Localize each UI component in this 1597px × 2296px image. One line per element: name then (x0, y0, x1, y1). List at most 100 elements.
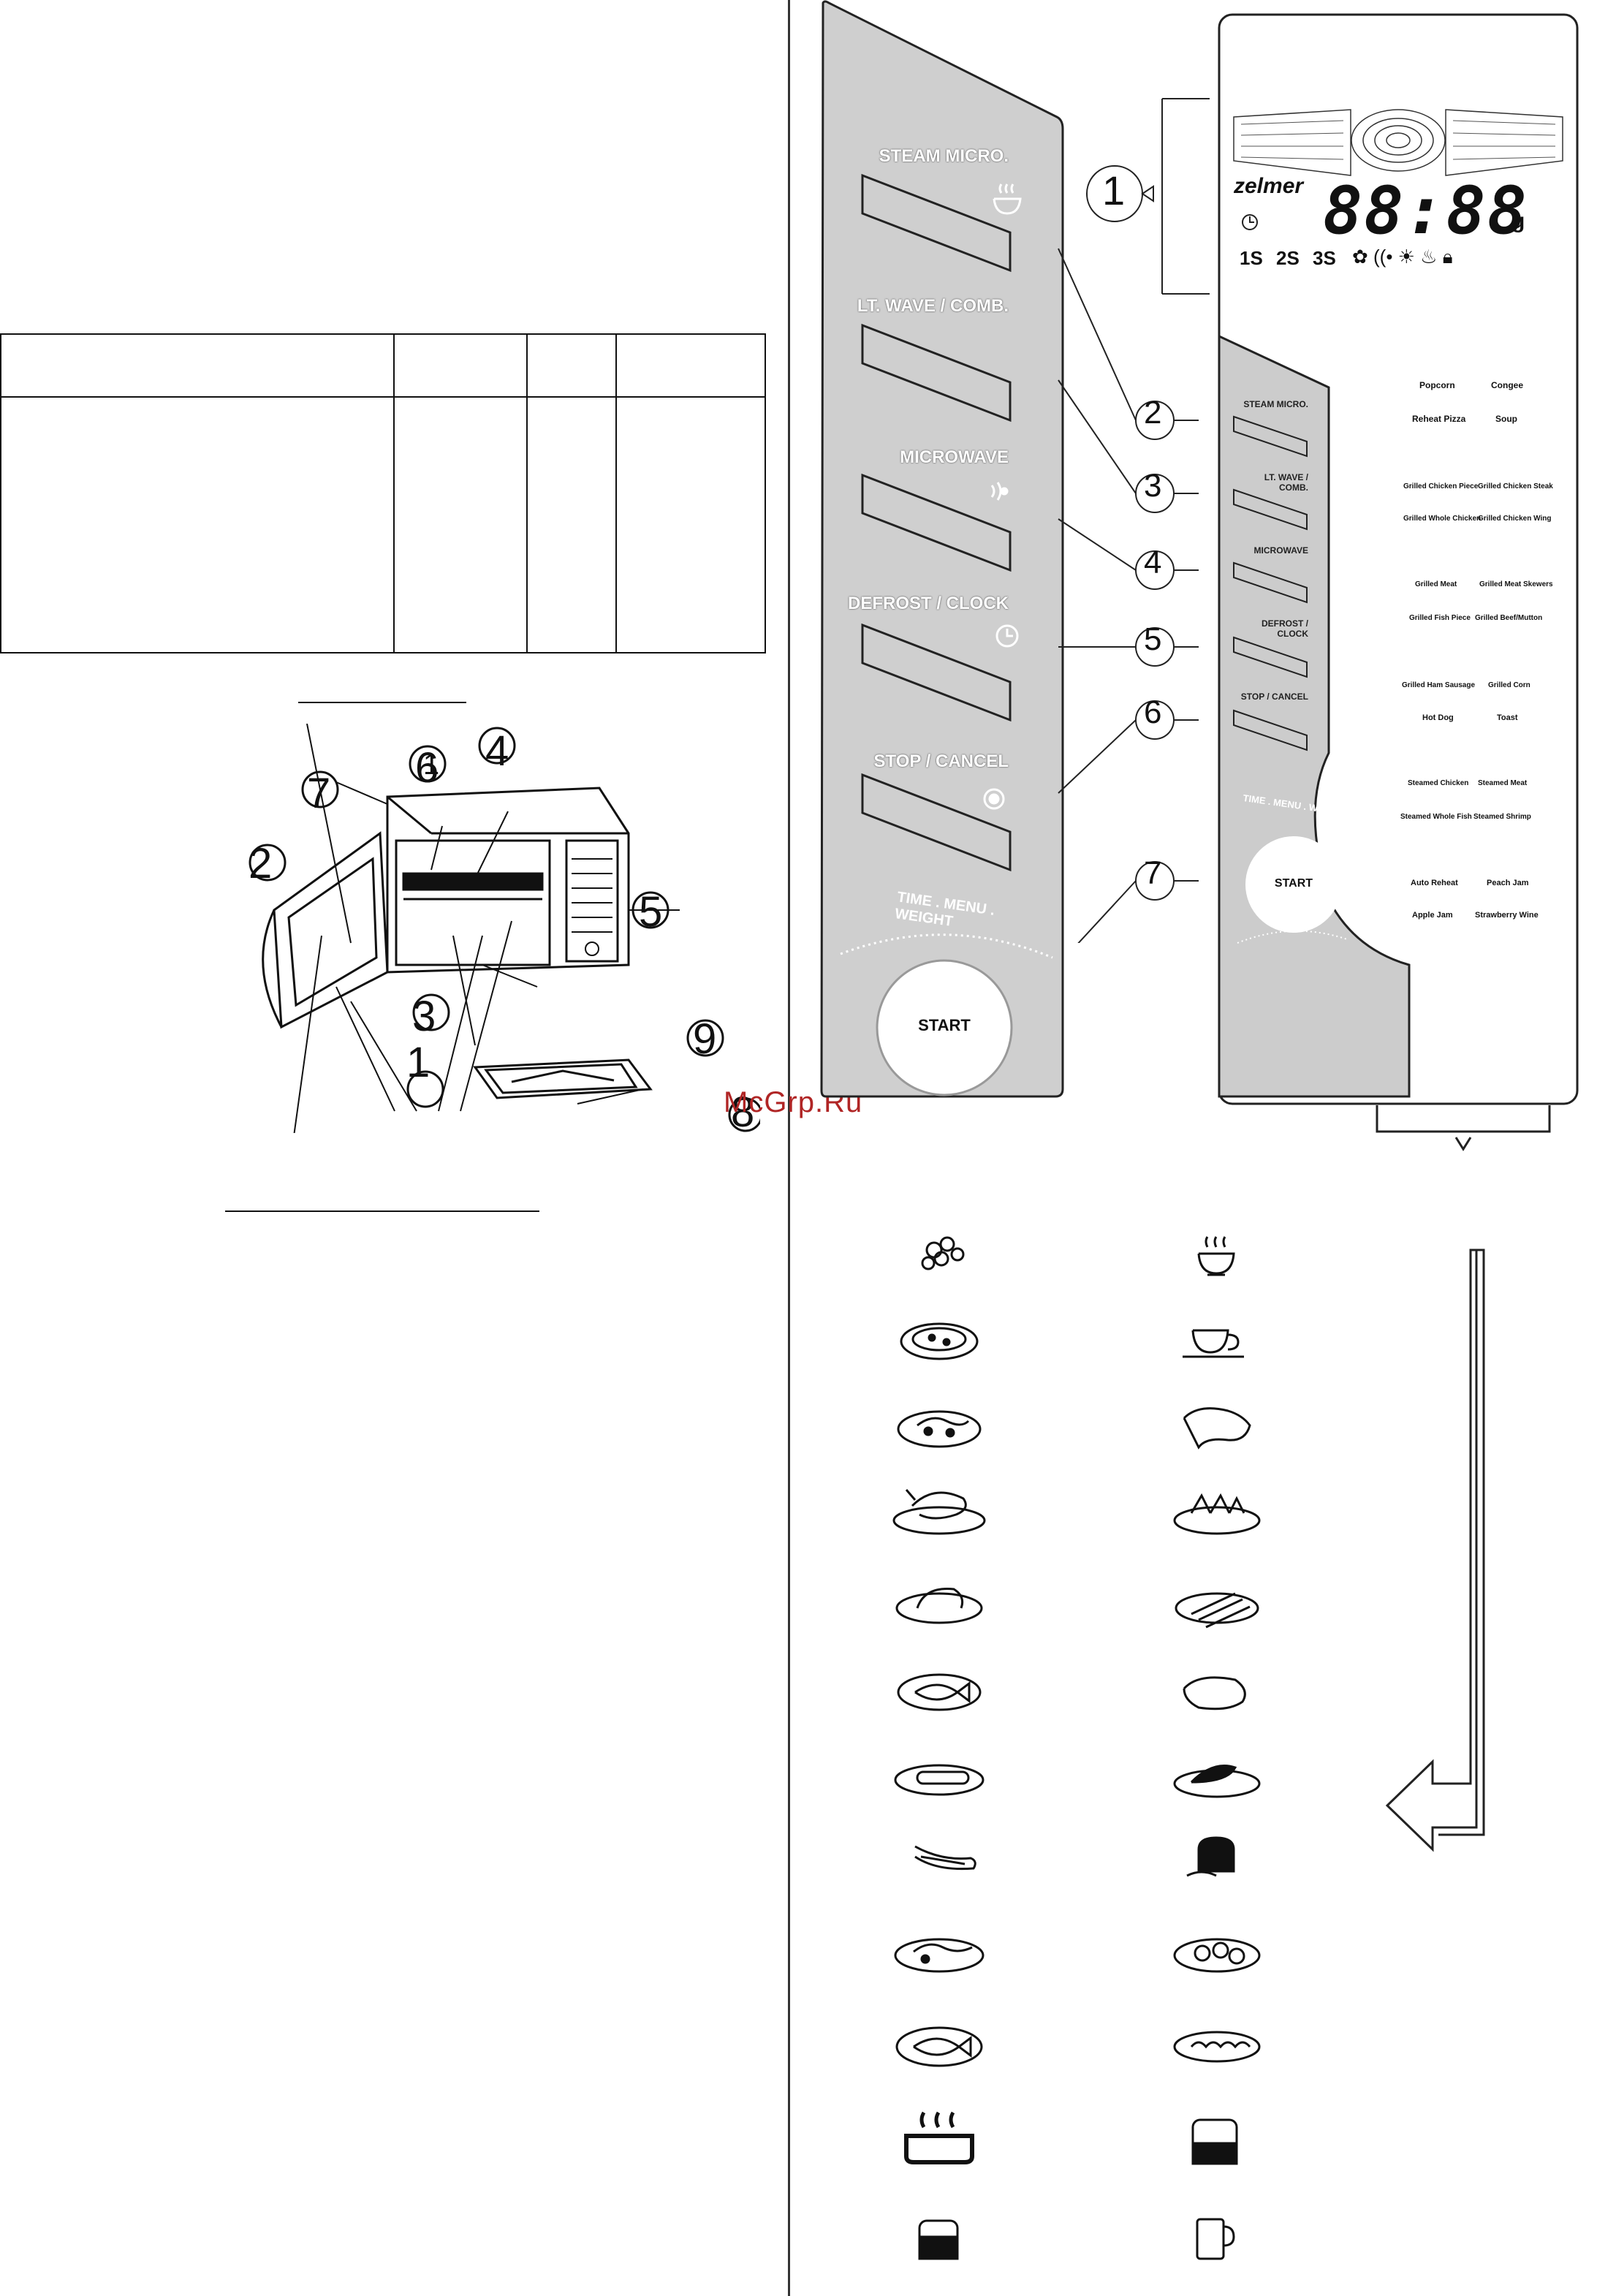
microwave-button[interactable] (862, 475, 1010, 570)
hot-dog-icon (914, 1845, 976, 1871)
panel-callouts (1058, 98, 1210, 943)
oven-callout-9: 9 (693, 1015, 717, 1063)
meat-icon (895, 1588, 983, 1624)
specification-table (0, 333, 766, 653)
section-rule (298, 702, 466, 703)
oven-callout-4: 4 (485, 727, 509, 775)
table-cell (526, 396, 617, 653)
defrost-clock-button[interactable] (862, 625, 1010, 720)
congee-icon (1197, 1236, 1235, 1276)
menu-grilled-whole-chicken: Grilled Whole Chicken (1403, 515, 1482, 523)
menu-grilled-meat: Grilled Meat (1415, 580, 1457, 588)
panel-callout-5: 5 (1144, 621, 1162, 657)
popcorn-icon (921, 1236, 965, 1270)
menu-grilled-chicken-steak: Grilled Chicken Steak (1478, 482, 1553, 490)
chicken-wing-icon (1173, 1493, 1261, 1535)
panel-callout-2: 2 (1144, 395, 1162, 431)
panel-callout-3: 3 (1144, 468, 1162, 504)
sausage-icon (894, 1764, 985, 1796)
oven-callout-7: 7 (307, 770, 331, 817)
corn-icon (1173, 1765, 1261, 1798)
oven-callout-6: 6 (415, 744, 439, 792)
panel-callout-1: 1 (1102, 167, 1126, 213)
skewers-icon (1175, 1592, 1259, 1629)
steam-micro-button[interactable] (862, 175, 1010, 270)
steamed-shrimp-icon (1173, 2031, 1261, 2063)
panel-callout-7: 7 (1144, 855, 1162, 891)
menu-peach-jam: Peach Jam (1487, 879, 1529, 887)
food-icons-grid (892, 1236, 1261, 2260)
table-cell (393, 396, 528, 653)
section-rule (225, 1210, 539, 1212)
microwave-small-label: MICROWAVE (1253, 545, 1308, 556)
indicator-2s: 2S (1276, 247, 1300, 269)
brand-logo: zelmer (1234, 174, 1304, 198)
menu-steamed-whole-fish: Steamed Whole Fish (1400, 813, 1472, 821)
steamed-chicken-icon (894, 1938, 985, 1973)
fish-piece-icon (897, 1673, 982, 1711)
stop-cancel-small-label: STOP / CANCEL (1240, 692, 1308, 702)
menu-grilled-beef-mutton: Grilled Beef/Mutton (1475, 614, 1543, 622)
table-cell (393, 333, 528, 398)
menu-hot-dog: Hot Dog (1422, 713, 1454, 722)
menu-congee: Congee (1491, 380, 1524, 390)
menu-steamed-meat: Steamed Meat (1478, 779, 1528, 787)
whole-chicken-icon (892, 1489, 986, 1535)
oven-callout-1: 1 (406, 1039, 430, 1086)
control-panel-full (1218, 13, 1579, 1105)
table-cell (526, 333, 617, 398)
microwave-label: MICROWAVE (900, 447, 1009, 467)
start-button[interactable]: START (918, 1016, 971, 1034)
oven-callout-8: 8 (731, 1088, 755, 1136)
menu-reheat-pizza: Reheat Pizza (1412, 414, 1466, 424)
beef-icon (1183, 1676, 1246, 1710)
page-divider (788, 0, 790, 2296)
table-cell (615, 396, 766, 653)
menu-apple-jam: Apple Jam (1412, 911, 1453, 920)
expansion-arrow (1376, 1105, 1551, 1852)
menu-grilled-chicken-wing: Grilled Chicken Wing (1478, 515, 1552, 523)
callout-1-label: 1 (423, 749, 439, 781)
oven-callout-5: 5 (639, 888, 663, 936)
menu-soup: Soup (1495, 414, 1517, 424)
control-panel-large (820, 0, 1064, 1098)
indicator-1s: 1S (1240, 247, 1263, 269)
peach-jam-icon (1191, 2118, 1238, 2165)
table-cell (0, 333, 395, 398)
menu-grilled-ham-sausage: Grilled Ham Sausage (1402, 681, 1476, 689)
menu-steamed-shrimp: Steamed Shrimp (1473, 813, 1531, 821)
menu-steamed-chicken: Steamed Chicken (1408, 779, 1469, 787)
panel-callout-4: 4 (1144, 545, 1162, 580)
stop-cancel-label: STOP / CANCEL (873, 751, 1009, 771)
menu-toast: Toast (1497, 713, 1518, 722)
stop-cancel-button[interactable] (862, 775, 1010, 870)
toast-icon (1186, 1836, 1235, 1877)
menu-popcorn: Popcorn (1419, 380, 1455, 390)
chicken-steak-icon (1183, 1407, 1251, 1450)
apple-jam-icon (918, 2219, 959, 2260)
lightwave-comb-button[interactable] (862, 325, 1010, 420)
soup-cup-icon (1183, 1329, 1244, 1358)
start-small-button[interactable]: START (1274, 877, 1313, 890)
menu-grilled-fish-piece: Grilled Fish Piece (1409, 614, 1471, 622)
menu-grilled-meat-skewers: Grilled Meat Skewers (1479, 580, 1553, 588)
auto-reheat-icon (904, 2111, 974, 2164)
microwave-oven-diagram: 1 (249, 724, 760, 1133)
menu-auto-reheat: Auto Reheat (1411, 879, 1458, 887)
steam-micro-label: STEAM MICRO. (879, 146, 1009, 166)
strawberry-wine-icon (1196, 2218, 1235, 2260)
pizza-icon (900, 1322, 979, 1360)
lightwave-comb-label: LT. WAVE / COMB. (857, 296, 1009, 316)
indicator-3s: 3S (1313, 247, 1336, 269)
table-cell (0, 396, 395, 653)
panel-callout-6: 6 (1144, 694, 1162, 730)
lightwave-comb-small-label: LT. WAVE / COMB. (1264, 472, 1308, 493)
menu-grilled-corn: Grilled Corn (1488, 681, 1530, 689)
defrost-clock-small-label: DEFROST / CLOCK (1261, 618, 1308, 639)
defrost-clock-label: DEFROST / CLOCK (848, 594, 1009, 613)
table-cell (615, 333, 766, 398)
steamed-fish-icon (895, 2026, 983, 2067)
steamed-meat-icon (1173, 1938, 1261, 1973)
oven-callout-3: 3 (412, 993, 436, 1040)
oven-callout-2: 2 (249, 840, 273, 887)
